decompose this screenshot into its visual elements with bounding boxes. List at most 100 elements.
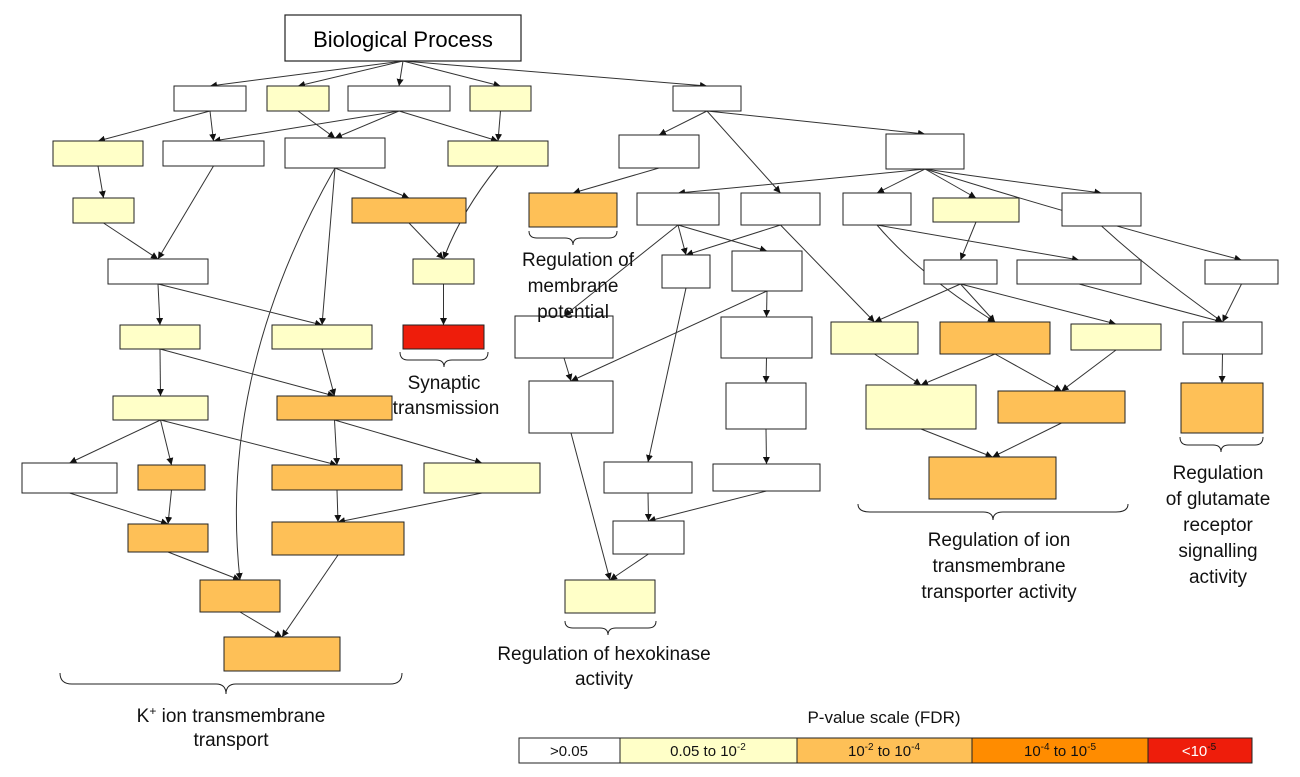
go-term-node bbox=[1180, 382, 1264, 434]
legend-bin-5-text: <10-5 bbox=[1182, 742, 1217, 760]
go-term-node bbox=[712, 463, 821, 492]
go-term-node bbox=[271, 464, 403, 491]
label-k-transport-sup: + bbox=[149, 704, 156, 718]
go-term-node bbox=[162, 140, 265, 167]
go-term-edge bbox=[960, 283, 996, 323]
label-glutamate-line2: of glutamate bbox=[1166, 489, 1271, 510]
go-term-node bbox=[885, 133, 965, 170]
go-term-edge bbox=[924, 168, 977, 199]
go-term-edge bbox=[960, 283, 1117, 326]
go-term-node bbox=[603, 461, 693, 494]
go-term-edge bbox=[648, 490, 767, 523]
go-term-node bbox=[720, 316, 813, 359]
label-ion-transporter-line1: Regulation of ion bbox=[928, 530, 1071, 551]
go-term-edge bbox=[992, 422, 1062, 458]
go-term-edge bbox=[337, 492, 483, 525]
p-value-legend: P-value scale (FDR) >0.05 0.05 to 10-2 1… bbox=[518, 708, 1253, 764]
go-term-node bbox=[127, 523, 209, 553]
go-term-edge bbox=[235, 167, 336, 581]
go-term-node bbox=[740, 192, 821, 226]
go-term-node bbox=[137, 464, 206, 491]
go-term-edge bbox=[334, 419, 483, 465]
go-term-edge bbox=[239, 611, 283, 638]
go-term-edge bbox=[156, 348, 164, 397]
legend-swatch-5 bbox=[1147, 737, 1253, 764]
go-term-edge bbox=[157, 165, 214, 260]
go-term-edge bbox=[334, 110, 400, 139]
go-term-node bbox=[865, 384, 977, 430]
go-term-edge bbox=[165, 489, 173, 525]
label-glutamate-line4: signalling bbox=[1178, 541, 1257, 562]
go-term-node bbox=[271, 324, 373, 350]
go-term-edge bbox=[408, 222, 444, 260]
go-term-edge bbox=[321, 348, 337, 397]
go-term-edge bbox=[159, 348, 335, 398]
go-term-edge bbox=[762, 428, 770, 465]
go-term-node bbox=[284, 137, 386, 169]
go-term-edge bbox=[97, 110, 211, 143]
go-term-edge bbox=[1218, 353, 1226, 384]
go-term-edge bbox=[570, 290, 768, 382]
go-term-node bbox=[725, 382, 807, 430]
go-term-edge bbox=[876, 224, 1080, 263]
label-glutamate-line3: receptor bbox=[1183, 515, 1253, 536]
go-term-edge bbox=[762, 357, 770, 384]
go-term-edge bbox=[297, 60, 404, 88]
go-term-node bbox=[1182, 321, 1263, 355]
go-term-edge bbox=[763, 290, 771, 318]
go-term-edge bbox=[874, 353, 922, 386]
go-term-node bbox=[514, 315, 614, 359]
go-term-edge bbox=[920, 428, 993, 458]
go-term-edge bbox=[334, 489, 342, 523]
go-term-edge bbox=[402, 60, 708, 89]
go-term-node bbox=[469, 85, 532, 112]
go-term-node bbox=[347, 85, 451, 112]
go-term-node bbox=[923, 259, 998, 285]
root-node: Biological Process bbox=[284, 14, 522, 62]
go-term-node bbox=[52, 140, 144, 167]
go-term-edge bbox=[706, 110, 781, 194]
go-term-node bbox=[636, 192, 720, 226]
go-term-node bbox=[939, 321, 1051, 355]
legend-bin-1-text: >0.05 bbox=[550, 743, 588, 760]
go-term-edge bbox=[396, 60, 404, 87]
brace-ion-transporter bbox=[857, 503, 1129, 521]
go-term-node bbox=[997, 390, 1126, 424]
brace-k-transport bbox=[59, 672, 403, 695]
go-term-node bbox=[402, 324, 485, 350]
go-term-node bbox=[223, 636, 341, 672]
label-membrane-line1: Regulation of bbox=[522, 250, 635, 271]
go-term-edge bbox=[570, 432, 612, 581]
cluster-labels: K+ ion transmembrane transport Synaptic … bbox=[137, 250, 1271, 751]
go-term-node bbox=[271, 521, 405, 556]
legend-swatch-2 bbox=[619, 737, 798, 764]
label-synaptic-line1: Synaptic bbox=[408, 373, 481, 394]
go-term-edge bbox=[69, 492, 169, 526]
go-term-node bbox=[1204, 259, 1279, 285]
go-term-edge bbox=[706, 110, 926, 137]
go-term-node bbox=[447, 140, 549, 167]
label-glutamate-line1: Regulation bbox=[1173, 463, 1264, 484]
go-term-edge bbox=[495, 110, 503, 142]
label-k-transport-k: K bbox=[137, 706, 150, 727]
go-term-edge bbox=[994, 353, 1062, 392]
go-term-edge bbox=[160, 419, 174, 466]
go-term-node bbox=[199, 579, 281, 613]
go-term-node bbox=[528, 192, 618, 228]
go-term-node bbox=[528, 380, 614, 434]
label-hexokinase-line2: activity bbox=[575, 669, 634, 690]
edge-layer bbox=[69, 60, 1242, 638]
label-hexokinase-line1: Regulation of hexokinase bbox=[497, 644, 710, 665]
label-ion-transporter-line2: transmembrane bbox=[932, 556, 1065, 577]
label-k-transport: K+ ion transmembrane bbox=[137, 704, 326, 727]
legend-title: P-value scale (FDR) bbox=[807, 708, 960, 727]
go-term-edge bbox=[103, 222, 159, 260]
go-term-node bbox=[1061, 192, 1142, 227]
go-term-edge bbox=[156, 283, 164, 326]
legend-bin-1: >0.05 bbox=[518, 737, 621, 764]
go-term-edge bbox=[209, 110, 217, 142]
go-term-node bbox=[423, 462, 541, 494]
legend-bin-3-text: 10-2 to 10-4 bbox=[848, 742, 920, 760]
go-term-edge bbox=[924, 168, 1102, 196]
